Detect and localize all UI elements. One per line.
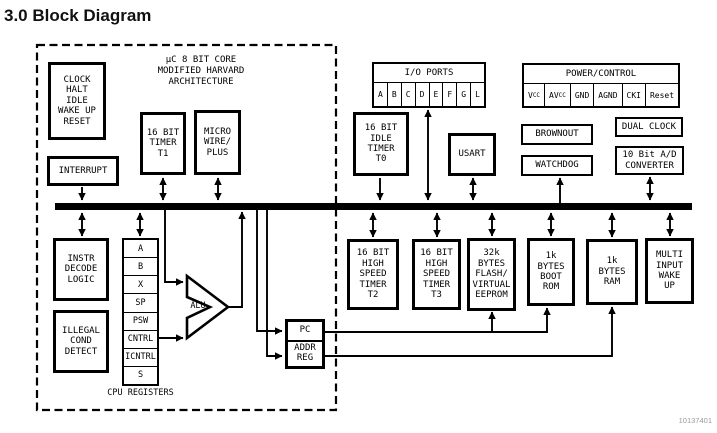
core-architecture-label: µC 8 BIT CORE MODIFIED HARVARD ARCHITECT…: [157, 55, 245, 87]
ram-block: 1k BYTES RAM: [586, 239, 638, 305]
core-bus: [55, 203, 692, 210]
page-title: 3.0 Block Diagram: [4, 6, 152, 25]
timer-t3-block: 16 BIT HIGH SPEED TIMER T3: [412, 239, 461, 310]
pc-addr-reg-block: PC ADDR REG: [285, 319, 325, 369]
bus-arrows: [78, 109, 674, 238]
register-psw: PSW: [124, 311, 157, 330]
addr-register: ADDR REG: [288, 340, 322, 366]
io-port-d: D: [414, 83, 429, 106]
pin-reset: Reset: [644, 84, 678, 106]
timer-t0-block: 16 BIT IDLE TIMER T0: [353, 112, 409, 176]
dual-clock-block: DUAL CLOCK: [615, 117, 683, 137]
io-port-g: G: [456, 83, 470, 106]
register-s: S: [124, 365, 157, 384]
cpu-register-stack: A B X SP PSW CNTRL ICNTRL S: [122, 238, 159, 386]
pin-gnd: GND: [569, 84, 593, 106]
io-port-l: L: [470, 83, 484, 106]
cpu-registers-caption: CPU REGISTERS: [107, 388, 174, 398]
io-ports-group: I/O PORTS A B C D E F G L: [372, 62, 486, 108]
cpu-core-dashed-border: [35, 43, 338, 412]
io-ports-title: I/O PORTS: [404, 68, 454, 78]
register-x: X: [124, 275, 157, 293]
register-cntrl: CNTRL: [124, 329, 157, 348]
multi-input-wakeup-block: MULTI INPUT WAKE UP: [645, 238, 694, 304]
power-control-title: POWER/CONTROL: [565, 69, 637, 79]
timer-t1-block: 16 BIT TIMER T1: [140, 112, 186, 175]
io-port-a: A: [378, 90, 383, 99]
io-port-e: E: [428, 83, 443, 106]
interrupt-block: INTERRUPT: [47, 156, 119, 186]
boot-rom-block: 1k BYTES BOOT ROM: [527, 238, 575, 306]
flash-eeprom-block: 32k BYTES FLASH/ VIRTUAL EEPROM: [467, 238, 516, 311]
register-sp: SP: [124, 293, 157, 311]
watchdog-block: WATCHDOG: [521, 155, 593, 176]
illegal-cond-detect-block: ILLEGAL COND DETECT: [53, 310, 109, 373]
pin-cki: CKI: [621, 84, 645, 106]
register-b: B: [124, 257, 157, 275]
register-icntrl: ICNTRL: [124, 347, 157, 366]
timer-t2-block: 16 BIT HIGH SPEED TIMER T2: [347, 239, 399, 310]
io-port-b: B: [386, 83, 401, 106]
document-number: 10137401: [678, 416, 712, 425]
internal-wiring: [159, 210, 616, 360]
usart-block: USART: [448, 133, 496, 176]
microwire-plus-block: MICRO WIRE/ PLUS: [194, 110, 241, 175]
clock-block: CLOCK HALT IDLE WAKE UP RESET: [48, 62, 106, 140]
brownout-block: BROWNOUT: [521, 124, 593, 145]
instr-decode-logic-block: INSTR DECODE LOGIC: [53, 238, 109, 301]
io-port-c: C: [400, 83, 415, 106]
pin-agnd: AGND: [593, 84, 621, 106]
adc-block: 10 Bit A/D CONVERTER: [615, 146, 684, 175]
alu-label: ALU: [190, 301, 206, 311]
io-port-f: F: [442, 83, 456, 106]
pc-register: PC: [299, 325, 311, 336]
register-a: A: [137, 243, 144, 254]
